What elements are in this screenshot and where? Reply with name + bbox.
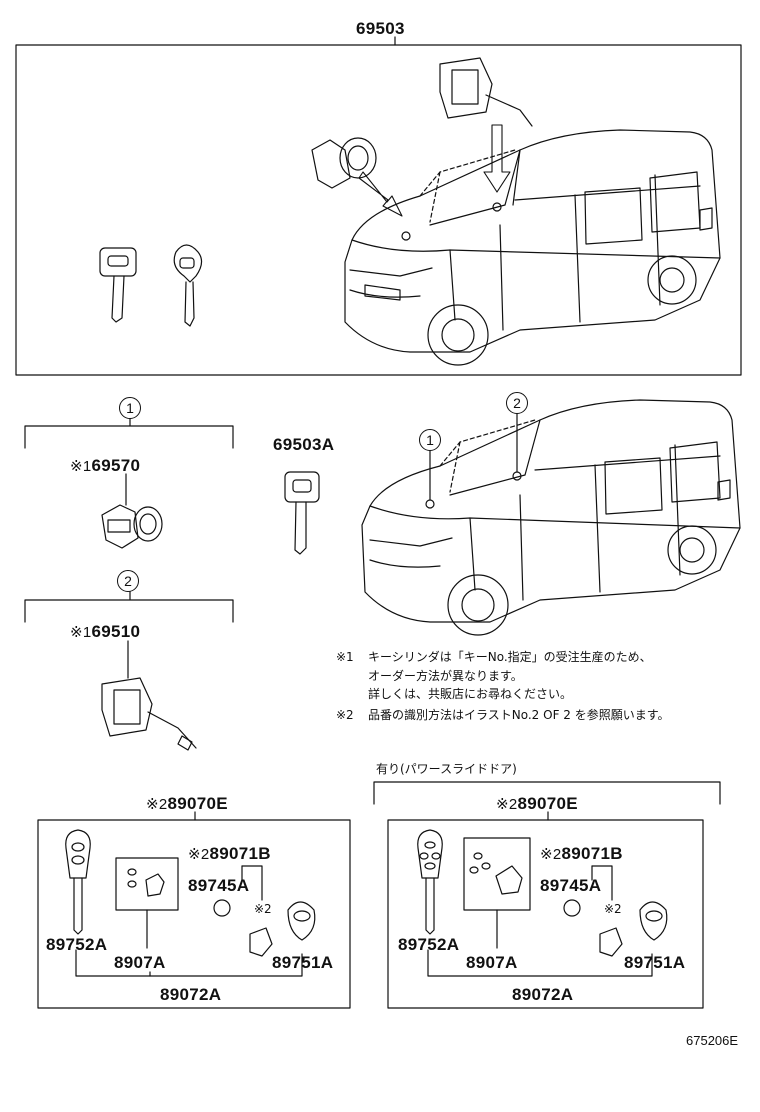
right-battery-part-number: 89745A xyxy=(540,876,602,895)
cylinder-set-part-number: 69503A xyxy=(273,435,335,454)
left-key-part-number: 89752A xyxy=(46,935,108,954)
right-kit-title: ※289070E xyxy=(496,795,578,812)
location-arrows xyxy=(358,124,511,217)
left-board-part-number: 8907A xyxy=(114,953,166,972)
back-door-cylinder-part-number: 69510 xyxy=(91,622,141,641)
note-1-line-2: オーダー方法が異なります。 xyxy=(368,669,523,683)
right-key-part-number: 89752A xyxy=(398,935,460,954)
left-transmitter-part-number: 89071B xyxy=(209,844,271,863)
note-1-marker: ※1 xyxy=(336,650,354,664)
top-assembly-frame xyxy=(15,36,742,376)
top-vehicle-drawing xyxy=(344,129,721,366)
callout-1: 1 xyxy=(119,397,141,419)
left-kit-parts xyxy=(65,829,316,957)
door-cylinder-marker: ※1 xyxy=(70,458,92,475)
note-2-line-1: 品番の識別方法はイラストNo.2 OF 2 を参照願います。 xyxy=(368,708,670,722)
right-transmitter-marker: ※2 xyxy=(540,846,562,863)
left-cover-marker: ※2 xyxy=(254,902,272,916)
right-kit-header: 有り(パワースライドドア) xyxy=(376,762,517,776)
left-kit-frame xyxy=(37,811,351,1009)
note-2-marker: ※2 xyxy=(336,708,354,722)
figure-code: 675206E xyxy=(686,1033,739,1048)
cylinder-set-key-drawing xyxy=(284,471,320,555)
top-keys-drawing xyxy=(99,244,203,327)
top-cylinders-drawing xyxy=(311,57,533,189)
middle-vehicle-drawing xyxy=(361,399,741,636)
left-battery-part-number: 89745A xyxy=(188,876,250,895)
note-1-line-3: 詳しくは、共販店にお尋ねください。 xyxy=(368,687,573,701)
right-transmitter-label: ※289071B xyxy=(540,845,623,862)
door-cylinder-label: ※169570 xyxy=(70,457,140,474)
note-1-line-1: キーシリンダは「キーNo.指定」の受注生産のため、 xyxy=(368,650,652,664)
vehicle-callout-1: 1 xyxy=(419,429,441,451)
right-housing-part-number: 89072A xyxy=(512,985,574,1004)
top-assembly-part-number: 69503 xyxy=(356,19,405,38)
door-cylinder-part-number: 69570 xyxy=(91,456,141,475)
back-door-cylinder-drawing xyxy=(101,677,197,751)
right-kit-parts xyxy=(417,829,668,957)
left-case-part-number: 89751A xyxy=(272,953,334,972)
left-kit-title: ※289070E xyxy=(146,795,228,812)
left-kit-title-part-number: 89070E xyxy=(167,794,228,813)
left-kit-title-marker: ※2 xyxy=(146,796,168,813)
right-cover-marker: ※2 xyxy=(604,902,622,916)
left-transmitter-marker: ※2 xyxy=(188,846,210,863)
callout-2: 2 xyxy=(117,570,139,592)
right-kit-title-part-number: 89070E xyxy=(517,794,578,813)
right-board-part-number: 8907A xyxy=(466,953,518,972)
back-door-cylinder-marker: ※1 xyxy=(70,624,92,641)
vehicle-callout-2: 2 xyxy=(506,392,528,414)
right-kit-frame xyxy=(373,781,721,1009)
back-door-cylinder-label: ※169510 xyxy=(70,623,140,640)
right-kit-title-marker: ※2 xyxy=(496,796,518,813)
door-cylinder-drawing xyxy=(101,504,163,549)
right-transmitter-part-number: 89071B xyxy=(561,844,623,863)
left-transmitter-label: ※289071B xyxy=(188,845,271,862)
left-housing-part-number: 89072A xyxy=(160,985,222,1004)
right-case-part-number: 89751A xyxy=(624,953,686,972)
